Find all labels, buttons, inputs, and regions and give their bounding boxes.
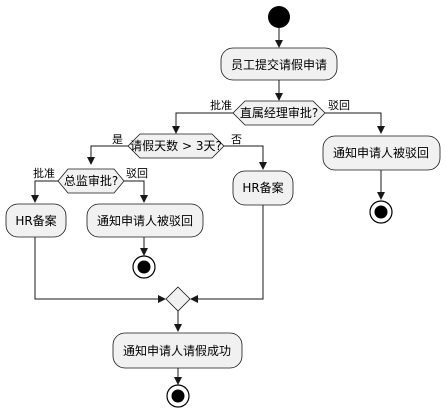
branch-days-yes: 是 (112, 133, 123, 146)
activity-notify-reject-2-label: 通知申请人被驳回 (97, 214, 193, 228)
activity-submit: 员工提交请假申请 (220, 47, 338, 81)
decision-leave-days: 请假天数 > 3天? (127, 133, 225, 159)
branch-director-approve: 批准 (33, 166, 55, 180)
decision-manager-label: 直属经理审批? (240, 105, 318, 120)
branch-manager-reject: 驳回 (328, 99, 350, 112)
activity-notify-reject-2: 通知申请人被驳回 (86, 203, 204, 238)
activity-hr-1-label: HR备案 (15, 213, 56, 228)
activity-submit-label: 员工提交请假申请 (231, 57, 327, 72)
edges (31, 28, 385, 385)
activity-notify-reject-1-label: 通知申请人被驳回 (333, 146, 429, 160)
end-node-1 (369, 200, 393, 224)
activity-hr-record-2: HR备案 (232, 170, 294, 206)
activity-hr-record-1: HR备案 (5, 203, 67, 238)
branch-manager-approve: 批准 (210, 98, 232, 112)
decision-director-label: 总监审批? (64, 173, 118, 188)
merge-node (165, 286, 191, 312)
branch-director-reject: 驳回 (126, 167, 148, 180)
activity-notify-success-label: 通知申请人请假成功 (123, 344, 231, 358)
activity-notify-success: 通知申请人请假成功 (112, 332, 243, 369)
decision-director-approval: 总监审批? (57, 168, 125, 194)
activity-notify-reject-1: 通知申请人被驳回 (322, 135, 441, 171)
decision-manager-approval: 直属经理审批? (232, 100, 326, 126)
decision-days-label: 请假天数 > 3天? (130, 138, 222, 153)
end-node-2 (132, 255, 156, 279)
branch-days-no: 否 (231, 133, 242, 146)
activity-hr-2-label: HR备案 (242, 180, 283, 195)
end-node-final (166, 384, 190, 408)
start-node (268, 6, 290, 28)
